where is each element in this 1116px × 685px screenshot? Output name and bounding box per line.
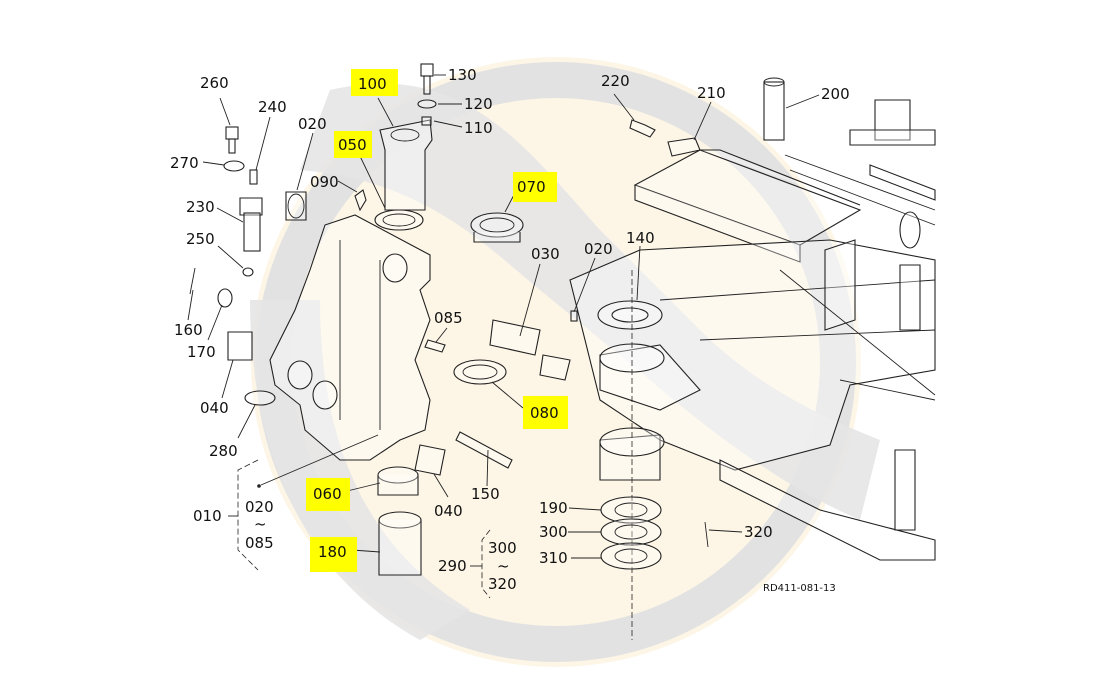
highlights — [306, 69, 568, 572]
label-080[interactable]: 080 — [530, 404, 559, 422]
group-290-tilde: ~ — [497, 557, 510, 575]
label-130[interactable]: 130 — [448, 66, 477, 84]
group-010-to: 085 — [245, 534, 274, 552]
label-240[interactable]: 240 — [258, 98, 287, 116]
label-140[interactable]: 140 — [626, 229, 655, 247]
label-050[interactable]: 050 — [338, 136, 367, 154]
highlight-070 — [513, 172, 557, 202]
label-250[interactable]: 250 — [186, 230, 215, 248]
label-070[interactable]: 070 — [517, 178, 546, 196]
label-270[interactable]: 270 — [170, 154, 199, 172]
label-300[interactable]: 300 — [539, 523, 568, 541]
group-010-from: 020 — [245, 498, 274, 516]
highlight-180 — [310, 537, 357, 572]
highlight-060 — [306, 478, 350, 511]
label-190[interactable]: 190 — [539, 499, 568, 517]
label-280[interactable]: 280 — [209, 442, 238, 460]
swing-post — [597, 270, 701, 640]
highlight-080 — [523, 396, 568, 429]
thrust-washers — [600, 496, 662, 570]
label-060[interactable]: 060 — [313, 485, 342, 503]
label-210[interactable]: 210 — [697, 84, 726, 102]
group-010-label[interactable]: 010 — [193, 507, 222, 525]
label-120[interactable]: 120 — [464, 95, 493, 113]
label-030[interactable]: 030 — [531, 245, 560, 263]
label-110[interactable]: 110 — [464, 119, 493, 137]
label-230[interactable]: 230 — [186, 198, 215, 216]
label-170[interactable]: 170 — [187, 343, 216, 361]
small-parts — [189, 63, 785, 576]
label-310[interactable]: 310 — [539, 549, 568, 567]
label-160[interactable]: 160 — [174, 321, 203, 339]
group-290-label[interactable]: 290 — [438, 557, 467, 575]
highlight-100 — [351, 69, 398, 96]
drawing-code: RD411-081-13 — [763, 583, 836, 594]
group-brackets — [228, 459, 491, 599]
group-010-tilde: ~ — [254, 515, 267, 533]
part-labels: 260 240 020 270 230 250 160 170 040 280 … — [170, 66, 850, 594]
label-020-right[interactable]: 020 — [584, 240, 613, 258]
label-180[interactable]: 180 — [318, 543, 347, 561]
label-040-bottom[interactable]: 040 — [434, 502, 463, 520]
group-290-to: 320 — [488, 575, 517, 593]
label-200[interactable]: 200 — [821, 85, 850, 103]
label-260[interactable]: 260 — [200, 74, 229, 92]
label-220[interactable]: 220 — [601, 72, 630, 90]
swivel-bracket — [269, 214, 431, 461]
label-150[interactable]: 150 — [471, 485, 500, 503]
label-320[interactable]: 320 — [744, 523, 773, 541]
highlight-050 — [334, 131, 372, 158]
label-040[interactable]: 040 — [200, 399, 229, 417]
group-290-from: 300 — [488, 539, 517, 557]
label-100[interactable]: 100 — [358, 75, 387, 93]
label-020[interactable]: 020 — [298, 115, 327, 133]
frame-structure — [569, 99, 936, 561]
label-090[interactable]: 090 — [310, 173, 339, 191]
label-085[interactable]: 085 — [434, 309, 463, 327]
